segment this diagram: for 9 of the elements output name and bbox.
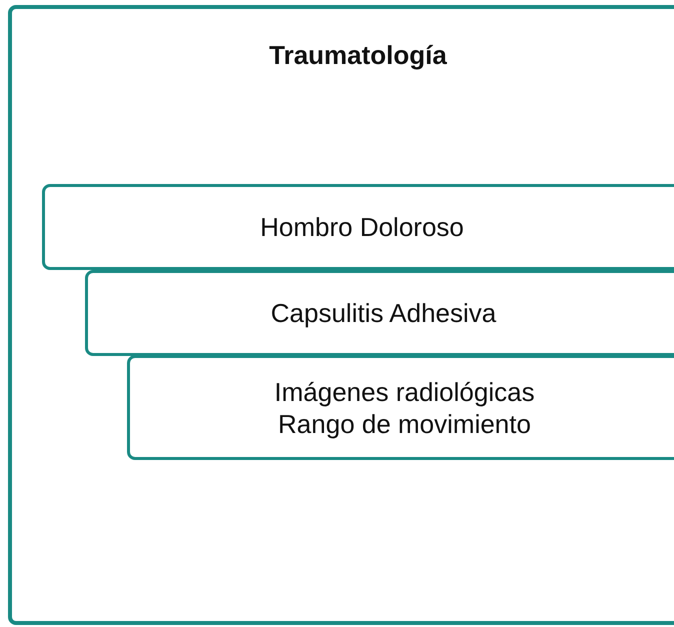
step-label: Imágenes radiológicas (274, 376, 535, 408)
panel (8, 5, 674, 625)
step-box (42, 184, 674, 270)
step-box (127, 355, 674, 460)
step-box (85, 270, 674, 356)
step-label: Capsulitis Adhesiva (270, 297, 496, 329)
step-label: Hombro Doloroso (260, 211, 464, 243)
step-label: Rango de movimiento (278, 408, 531, 440)
panel-title: Traumatología (269, 39, 447, 71)
